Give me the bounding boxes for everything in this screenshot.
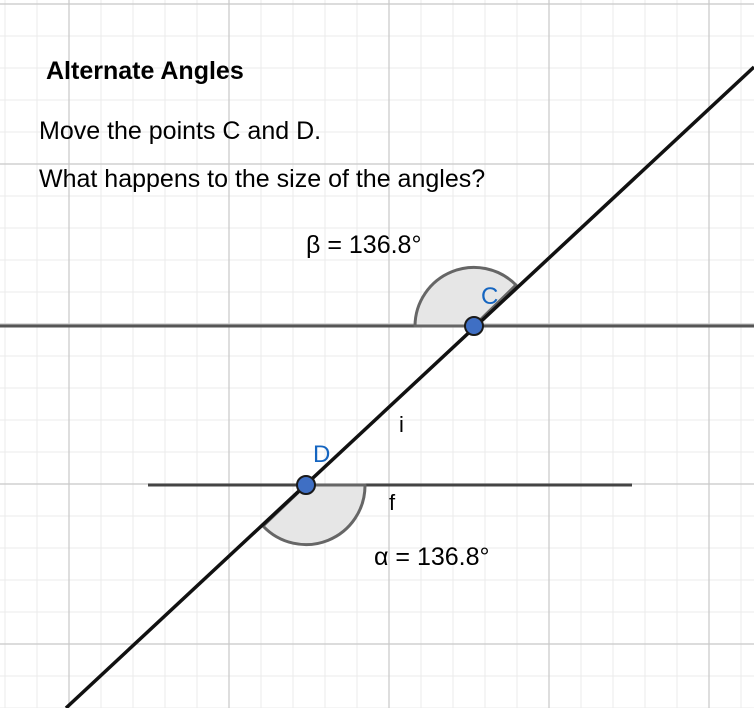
angle-alpha-label: α = 136.8°: [374, 543, 490, 571]
point-c[interactable]: [464, 316, 484, 336]
point-c-label: C: [481, 283, 499, 310]
lower-line-label: f: [389, 490, 396, 515]
angle-alpha-arc: [261, 483, 367, 547]
angle-beta-symbol: β: [306, 231, 321, 259]
transversal-label: i: [399, 412, 404, 437]
transversal-line-i[interactable]: [64, 65, 754, 708]
angle-beta-label: β = 136.8°: [306, 231, 422, 259]
point-d[interactable]: [296, 475, 316, 495]
instructions-title: Alternate Angles: [46, 57, 244, 85]
point-d-label: D: [313, 441, 331, 468]
angle-alpha-symbol: α: [374, 543, 389, 571]
angle-alpha-value: 136.8°: [416, 543, 490, 571]
instructions-line-1: Move the points C and D.: [39, 117, 322, 145]
instructions-line-2: What happens to the size of the angles?: [39, 165, 486, 193]
angle-beta-arc: [413, 265, 518, 328]
angle-beta-value: 136.8°: [348, 231, 422, 259]
